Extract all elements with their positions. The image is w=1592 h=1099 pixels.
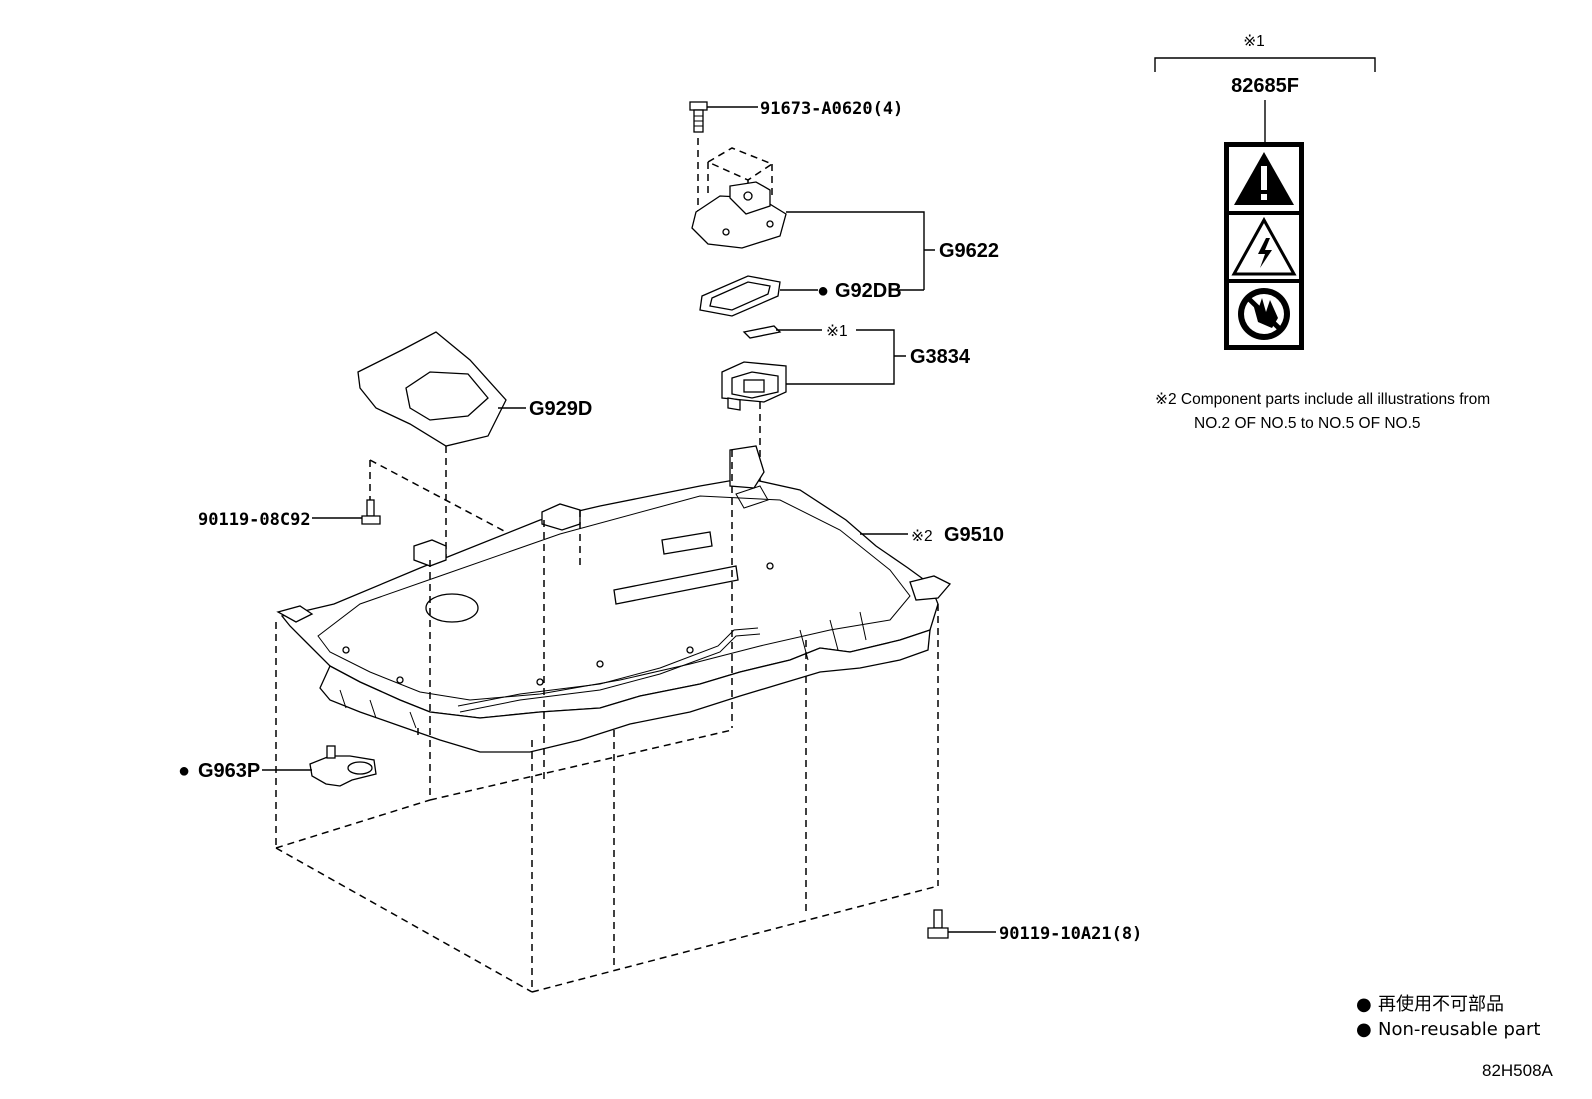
legend-mark-en: ●	[1356, 1019, 1372, 1040]
label-bracket-ref: ※1	[1243, 33, 1265, 50]
cover-g9622-part[interactable]	[691, 138, 787, 249]
component-note-line1: ※2 Component parts include all illustrat…	[1155, 391, 1490, 408]
high-voltage-icon	[1231, 216, 1297, 276]
pad-g929d-part[interactable]	[357, 331, 507, 447]
gasket-g92db-part[interactable]	[699, 275, 781, 317]
sensor-g963p-part[interactable]	[309, 745, 377, 787]
caution-icon	[1234, 152, 1294, 205]
bolt-top-part[interactable]	[689, 101, 758, 133]
callout-g92db-mark: ●	[817, 280, 829, 302]
label-bracket: ※1 82685F	[1154, 33, 1376, 142]
component-note-line2: NO.2 OF NO.5 to NO.5 OF NO.5	[1194, 415, 1421, 432]
legend-text-ja: 再使用不可部品	[1378, 994, 1504, 1015]
callout-g963p-mark: ●	[178, 760, 190, 782]
warning-label[interactable]	[1224, 142, 1304, 350]
legend-mark-ja: ●	[1356, 994, 1372, 1015]
callout-ref1: ※1	[826, 323, 848, 340]
callout-g9510-mark: ※2	[911, 528, 933, 545]
bolt-left-part[interactable]	[361, 499, 381, 525]
mounting-outline	[275, 604, 939, 993]
callout-g963p[interactable]: G963P	[198, 760, 260, 782]
label-part-number[interactable]: 82685F	[1231, 75, 1299, 97]
callout-g9622[interactable]: G9622	[939, 240, 999, 262]
battery-tray-g9510-part[interactable]	[276, 445, 952, 753]
label-ref1-part[interactable]	[742, 325, 822, 339]
callout-bolt-bottom[interactable]: 90119-10A21(8)	[999, 924, 1142, 944]
connector-g3834-part[interactable]	[721, 361, 787, 411]
callout-bolt-left[interactable]: 90119-08C92	[198, 510, 311, 530]
figure-code: 82H508A	[1482, 1061, 1554, 1080]
legend-text-en: Non-reusable part	[1378, 1019, 1540, 1040]
no-touch-icon	[1238, 288, 1290, 340]
callout-bolt-top[interactable]: 91673-A0620(4)	[760, 99, 903, 119]
callout-g92db[interactable]: G92DB	[835, 280, 902, 302]
bolt-bottom-part[interactable]	[927, 909, 949, 939]
callout-g3834[interactable]: G3834	[910, 346, 971, 368]
callout-g929d[interactable]: G929D	[529, 398, 592, 420]
callout-g9510[interactable]: G9510	[944, 524, 1004, 546]
